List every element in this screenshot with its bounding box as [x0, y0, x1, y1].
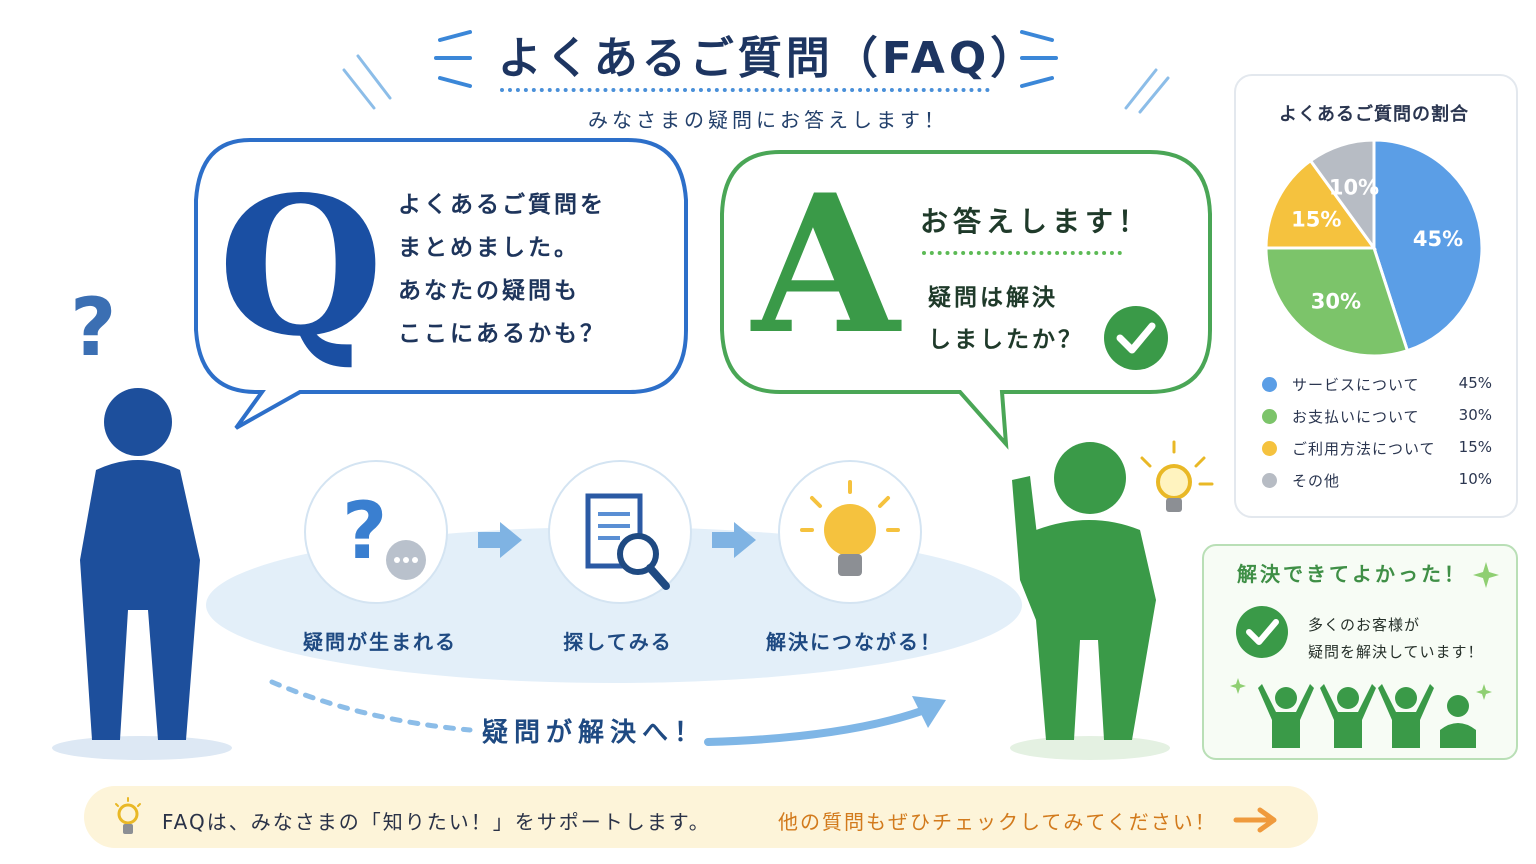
step-arrow-icon	[478, 522, 522, 558]
cheering-people-icon	[1258, 684, 1476, 748]
q-letter: Q	[218, 155, 384, 378]
pie-slice	[1264, 246, 1410, 358]
footer-cta-link[interactable]: 他の質問もぜひチェックしてみてください！	[778, 810, 1217, 834]
pie-slice-label: 10%	[1329, 175, 1379, 199]
lightbulb-icon	[800, 480, 900, 576]
page-subtitle: みなさまの疑問にお答えします！	[588, 108, 948, 132]
step-1-label: 疑問が生まれる	[303, 630, 457, 654]
success-text: 多くのお客様が 疑問を解決しています！	[1308, 612, 1484, 666]
pie-slice-label: 15%	[1291, 208, 1341, 232]
progress-dotted-line	[269, 679, 473, 733]
legend-item: ご利用方法について 15%	[1262, 436, 1492, 460]
question-bubble	[194, 138, 688, 430]
footer-message: FAQは、みなさまの「知りたい！」をサポートします。	[162, 810, 711, 834]
legend-label: お支払いについて	[1292, 408, 1420, 426]
legend-label: サービスについて	[1292, 376, 1420, 394]
answer-bubble	[720, 150, 1212, 450]
thinking-person-icon	[52, 388, 232, 760]
legend-item: お支払いについて 30%	[1262, 404, 1492, 428]
step-2-label: 探してみる	[563, 630, 673, 654]
legend-value: 15%	[1458, 438, 1492, 456]
answer-heading: お答えします！	[920, 205, 1152, 238]
legend-item: サービスについて 45%	[1262, 372, 1492, 396]
check-circle-icon	[1104, 306, 1168, 370]
step-3-label: 解決につながる！	[766, 630, 942, 654]
resolve-text: 疑問が解決へ！	[482, 718, 707, 748]
a-letter: A	[752, 153, 900, 376]
legend-item: その他 10%	[1262, 468, 1492, 492]
step-2-circle	[548, 460, 692, 604]
pie-slice	[1372, 138, 1484, 353]
arrow-head-icon	[912, 696, 946, 728]
legend-value: 10%	[1458, 470, 1492, 488]
legend-value: 30%	[1458, 406, 1492, 424]
lightbulb-icon	[115, 797, 141, 834]
question-mark-icon: ?	[70, 281, 116, 374]
svg-text:?: ?	[70, 281, 116, 374]
page-title: よくあるご質問（FAQ）	[497, 33, 1039, 84]
legend-swatch	[1262, 473, 1277, 488]
check-circle-icon	[1236, 606, 1288, 658]
question-line: ここにあるかも？	[398, 321, 606, 347]
chart-title: よくあるご質問の割合	[1279, 104, 1469, 125]
svg-text:?: ?	[342, 487, 387, 577]
step-1-circle: ?	[304, 460, 448, 604]
sparkle-icon	[1230, 562, 1499, 700]
happy-person-icon	[1010, 442, 1170, 760]
step-3-circle	[778, 460, 922, 604]
legend-label: その他	[1292, 472, 1341, 490]
answer-text: 疑問は解決 しましたか？	[928, 277, 1084, 361]
legend-swatch	[1262, 377, 1277, 392]
document-search-icon	[585, 493, 670, 590]
success-line: 多くのお客様が	[1308, 616, 1421, 634]
progress-arrow	[704, 704, 934, 746]
legend-swatch	[1262, 409, 1277, 424]
question-line: あなたの疑問も	[398, 278, 580, 304]
legend-label: ご利用方法について	[1292, 440, 1436, 458]
step-arrow-icon	[712, 522, 756, 558]
success-title: 解決できてよかった！	[1237, 562, 1467, 586]
answer-line: しましたか？	[928, 327, 1084, 353]
title-divider	[500, 88, 990, 92]
pie-slice	[1264, 158, 1377, 250]
legend-value: 45%	[1458, 374, 1492, 392]
pie-slice	[1308, 138, 1376, 253]
footer-banner	[84, 786, 1318, 848]
pie-chart: 45% 30% 15% 10%	[1264, 138, 1484, 358]
legend-swatch	[1262, 441, 1277, 456]
question-line: まとめました。	[398, 235, 580, 261]
question-chat-icon: ?	[342, 487, 426, 580]
bright-idea-icon	[1140, 440, 1214, 512]
question-text: よくあるご質問を まとめました。 あなたの疑問も ここにあるかも？	[398, 184, 606, 356]
pie-slice-label: 30%	[1311, 289, 1361, 313]
success-line: 疑問を解決しています！	[1308, 643, 1484, 661]
title-decoration	[342, 30, 1170, 114]
success-illustration	[1230, 562, 1499, 748]
question-line: よくあるご質問を	[398, 192, 606, 218]
answer-line: 疑問は解決	[928, 285, 1058, 311]
arrow-right-icon[interactable]	[1232, 806, 1280, 834]
answer-divider	[922, 251, 1122, 255]
pie-slice-label: 45%	[1413, 227, 1463, 251]
